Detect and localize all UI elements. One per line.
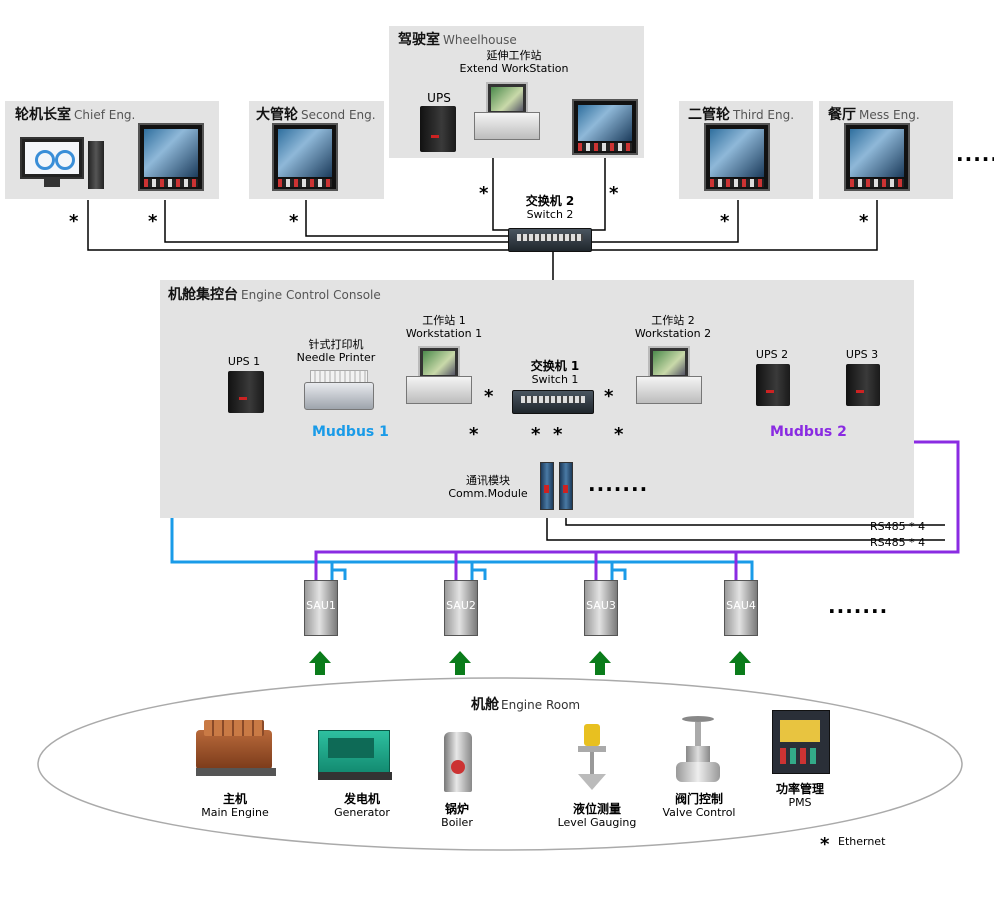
rs485-label-a: RS485 * 4: [870, 520, 926, 533]
ethernet-star: *: [469, 424, 479, 445]
ethernet-star: *: [614, 424, 624, 445]
display-panel-icon: [572, 99, 638, 155]
ecc-en: Engine Control Console: [241, 288, 381, 302]
wheelhouse-cn: 驾驶室: [398, 32, 440, 48]
engine-room-cn: 机舱: [471, 697, 499, 713]
mess-eng-en: Mess Eng.: [859, 108, 920, 122]
workstation2-icon: [636, 346, 706, 408]
ups-icon: [756, 364, 790, 406]
pms-panel-icon: [772, 710, 830, 774]
ecc-cn: 机舱集控台: [168, 287, 238, 303]
display-panel-icon: [138, 123, 204, 191]
second-eng-cn: 大管轮: [256, 107, 298, 123]
workstation1-icon: [406, 346, 476, 408]
up-arrow-icon: [449, 651, 471, 675]
chief-eng-en: Chief Eng.: [74, 108, 136, 122]
legend-star: *: [820, 834, 830, 855]
comm-more-ellipsis: ·······: [588, 477, 649, 501]
ethernet-star: *: [479, 183, 489, 204]
workstation-icon: [474, 82, 544, 144]
up-arrow-icon: [309, 651, 331, 675]
more-rooms-ellipsis: ·······: [956, 147, 994, 171]
printer-icon: [304, 370, 374, 410]
sau2: SAU2: [444, 580, 478, 636]
ups1-label: UPS 1: [227, 355, 261, 368]
ups-icon: [420, 106, 456, 152]
second-eng-en: Second Eng.: [301, 108, 376, 122]
main-engine-icon: [196, 716, 276, 780]
ethernet-star: *: [531, 424, 541, 445]
ups-icon: [228, 371, 264, 413]
sau-more-ellipsis: ·······: [828, 599, 889, 623]
legend-text: Ethernet: [838, 835, 886, 848]
switch1-icon: [512, 390, 594, 414]
display-panel-icon: [704, 123, 770, 191]
third-eng-cn: 二管轮: [688, 107, 730, 123]
engine-room-en: Engine Room: [501, 698, 581, 712]
ups3-label: UPS 3: [845, 348, 879, 361]
rs485-label-b: RS485 * 4: [870, 536, 926, 549]
ethernet-star: *: [553, 424, 563, 445]
mudbus2-label: Mudbus 2: [770, 424, 847, 440]
third-eng-en: Third Eng.: [733, 108, 795, 122]
ups-icon: [846, 364, 880, 406]
ethernet-star: *: [609, 183, 619, 204]
ethernet-lines-top: [87, 148, 878, 388]
ethernet-star: *: [604, 386, 614, 407]
up-arrow-icon: [729, 651, 751, 675]
ethernet-star: *: [720, 211, 730, 232]
mudbus1-label: Mudbus 1: [312, 424, 389, 440]
sau1: SAU1: [304, 580, 338, 636]
level-gauge-icon: [574, 722, 610, 794]
ethernet-star: *: [69, 211, 79, 232]
wheelhouse-en: Wheelhouse: [443, 33, 517, 47]
ethernet-star: *: [859, 211, 869, 232]
ethernet-star: *: [148, 211, 158, 232]
comm-module-icon: [540, 462, 554, 510]
switch2-icon: [508, 228, 592, 252]
ethernet-star: *: [289, 211, 299, 232]
pc-monitor-icon: [20, 137, 104, 193]
valve-icon: [676, 716, 720, 784]
ethernet-star: *: [484, 386, 494, 407]
ups2-label: UPS 2: [755, 348, 789, 361]
mess-eng-cn: 餐厅: [828, 107, 856, 123]
sau3: SAU3: [584, 580, 618, 636]
display-panel-icon: [844, 123, 910, 191]
engine-room-ellipse: [37, 677, 963, 851]
generator-icon: [318, 724, 392, 782]
sau4: SAU4: [724, 580, 758, 636]
wheelhouse-ups-label: UPS: [427, 91, 451, 105]
comm-module-icon: [559, 462, 573, 510]
boiler-icon: [440, 726, 476, 798]
up-arrow-icon: [589, 651, 611, 675]
display-panel-icon: [272, 123, 338, 191]
chief-eng-cn: 轮机长室: [15, 107, 71, 123]
